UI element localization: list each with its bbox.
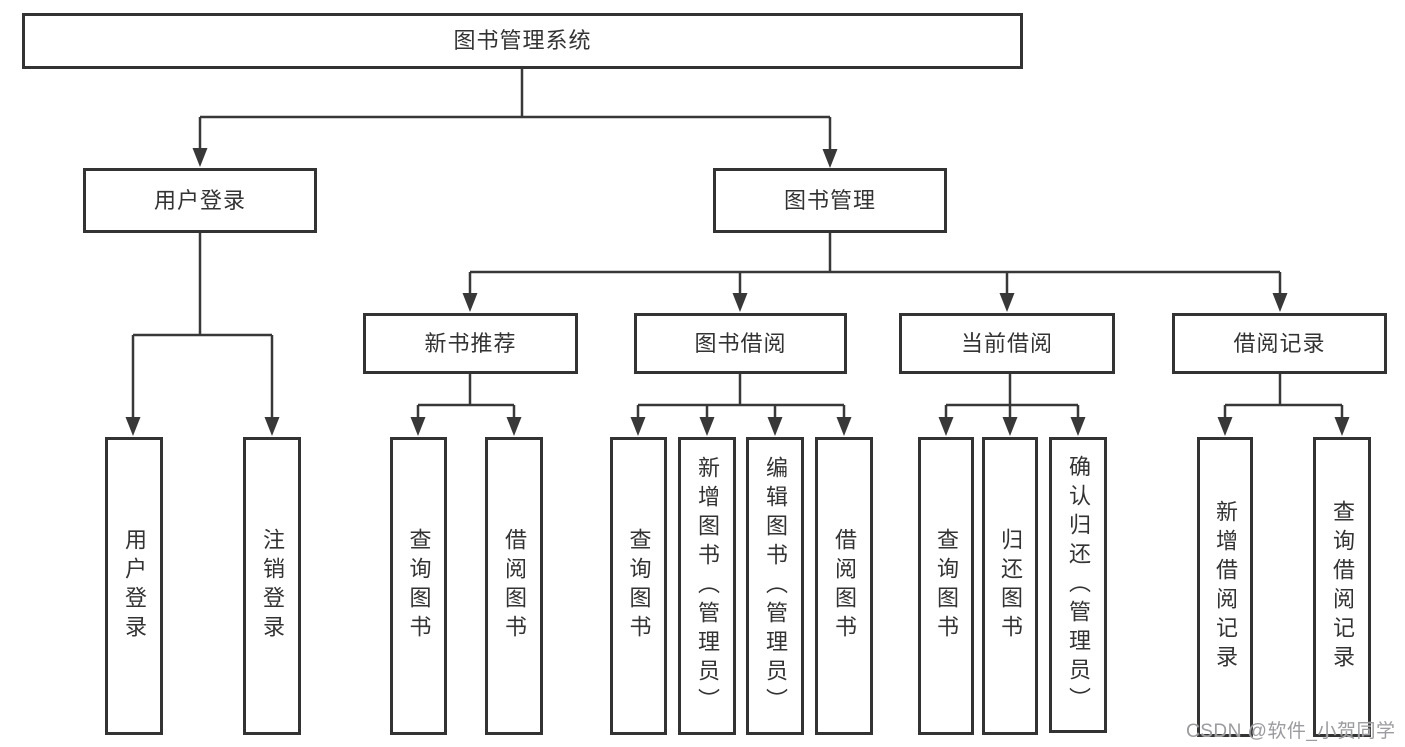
leaf-add-borrow-record: 新增借阅记录: [1197, 437, 1253, 737]
node-borrow-records-label: 借阅记录: [1233, 330, 1326, 356]
node-current-borrow-label: 当前借阅: [960, 330, 1053, 356]
leaf-edit-book-admin-label: 编辑图书（管理员）: [763, 455, 788, 717]
leaf-query-books-recommend: 查询图书: [390, 437, 447, 735]
node-book-management-label: 图书管理: [783, 187, 876, 213]
node-borrow-records: 借阅记录: [1172, 313, 1387, 374]
leaf-confirm-return-admin: 确认归还（管理员）: [1049, 437, 1107, 733]
leaf-borrow-books-recommend-label: 借阅图书: [502, 528, 527, 644]
node-book-management: 图书管理: [713, 168, 947, 233]
leaf-query-borrow-record-label: 查询借阅记录: [1330, 500, 1355, 674]
watermark-csdn: CSDN @软件_小贺同学: [1186, 721, 1396, 742]
leaf-query-books-current-label: 查询图书: [934, 528, 959, 644]
leaf-query-books-borrow-label: 查询图书: [626, 528, 652, 644]
node-library-system: 图书管理系统: [22, 13, 1023, 69]
leaf-query-books-current: 查询图书: [918, 437, 974, 735]
node-book-borrow-label: 图书借阅: [694, 330, 787, 356]
leaf-add-book-admin-label: 新增图书（管理员）: [695, 455, 720, 717]
node-user-login: 用户登录: [83, 168, 317, 233]
node-new-book-recommend: 新书推荐: [363, 313, 578, 374]
arrowheads: [125, 148, 1350, 436]
node-new-book-recommend-label: 新书推荐: [424, 330, 517, 356]
leaf-user-login-label: 用户登录: [122, 528, 147, 644]
leaf-borrow-books-recommend: 借阅图书: [485, 437, 543, 735]
leaf-logout: 注销登录: [243, 437, 301, 735]
leaf-user-login: 用户登录: [105, 437, 163, 735]
leaf-borrow-books-label: 借阅图书: [832, 528, 857, 644]
leaf-edit-book-admin: 编辑图书（管理员）: [746, 437, 804, 735]
node-current-borrow: 当前借阅: [899, 313, 1115, 374]
node-user-login-label: 用户登录: [153, 187, 246, 213]
leaf-logout-label: 注销登录: [260, 528, 285, 644]
leaf-borrow-books: 借阅图书: [815, 437, 873, 735]
node-library-system-label: 图书管理系统: [453, 28, 592, 53]
leaf-query-books-recommend-label: 查询图书: [406, 528, 432, 644]
leaf-return-book-label: 归还图书: [998, 528, 1023, 644]
leaf-add-borrow-record-label: 新增借阅记录: [1213, 500, 1238, 674]
leaf-return-book: 归还图书: [982, 437, 1038, 735]
leaf-query-borrow-record: 查询借阅记录: [1313, 437, 1371, 737]
node-book-borrow: 图书借阅: [634, 313, 847, 374]
leaf-query-books-borrow: 查询图书: [610, 437, 667, 735]
leaf-add-book-admin: 新增图书（管理员）: [678, 437, 736, 735]
leaf-confirm-return-admin-label: 确认归还（管理员）: [1066, 454, 1091, 716]
